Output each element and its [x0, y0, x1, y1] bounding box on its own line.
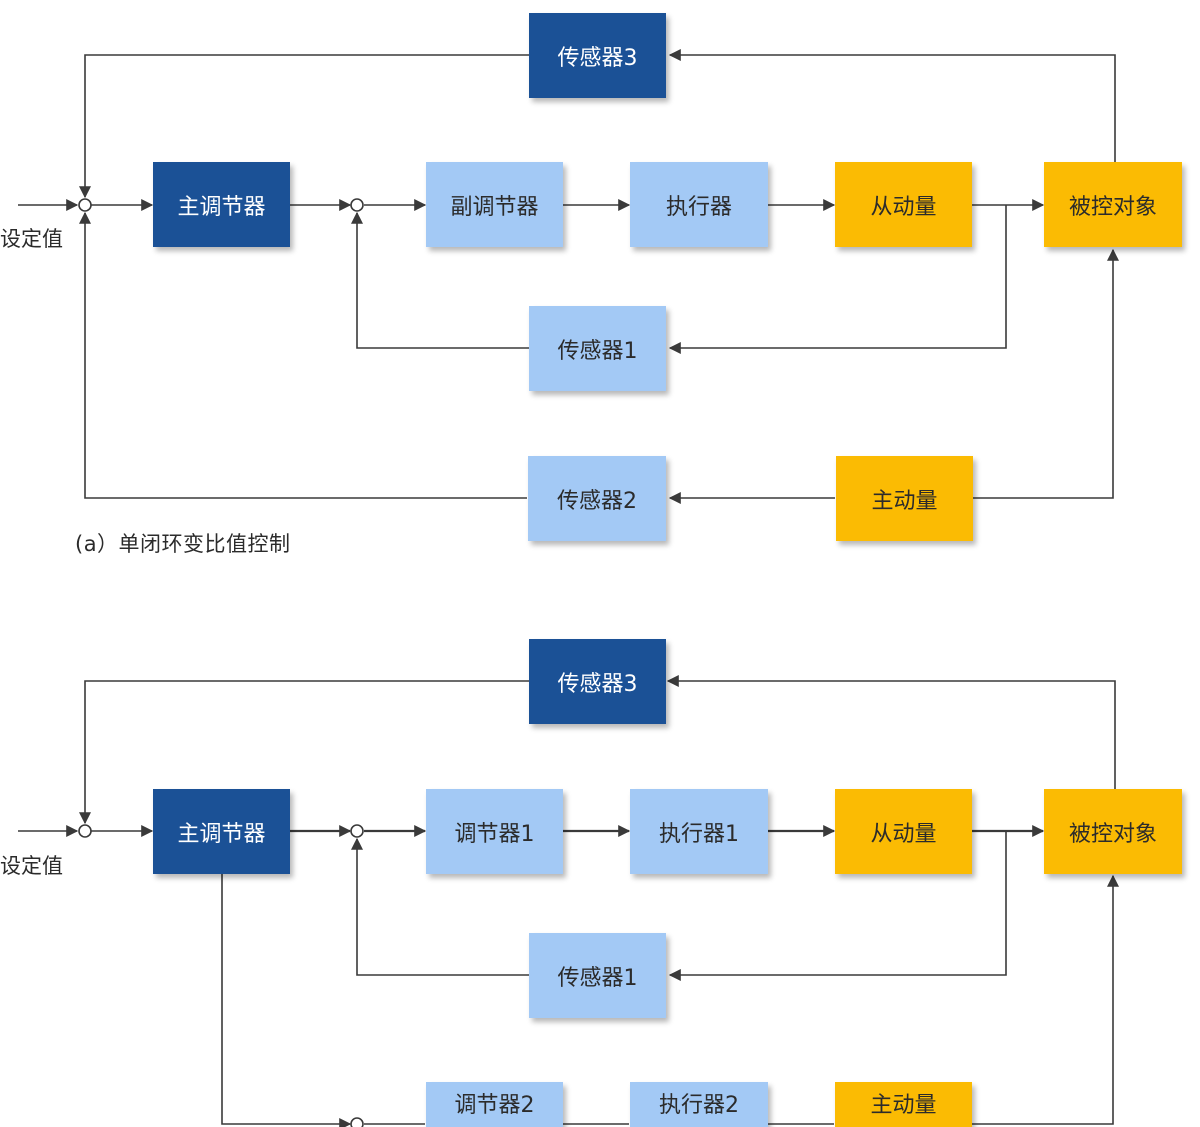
actuator-block: 执行器 — [630, 162, 768, 247]
b-summing-junction-1 — [78, 824, 92, 838]
sensor2-block: 传感器2 — [528, 456, 666, 541]
b-master-to-object — [972, 874, 1119, 1125]
feedback-sensor3 — [668, 49, 1116, 162]
b-master-variable-block: 主动量 — [835, 1082, 972, 1127]
b-summing-junction-2 — [350, 824, 364, 838]
b-actuator2-block: 执行器2 — [630, 1082, 768, 1127]
b-summing-junction-3 — [350, 1117, 364, 1127]
main-controller-block: 主调节器 — [153, 162, 290, 247]
b-main-controller-block: 主调节器 — [153, 789, 290, 874]
summing-junction-2 — [350, 198, 364, 212]
b-actuator1-block: 执行器1 — [630, 789, 768, 874]
b-feedback-slave-to-sensor1 — [668, 831, 1007, 981]
b-sensor1-block: 传感器1 — [529, 933, 666, 1018]
sensor3-block: 传感器3 — [529, 13, 666, 98]
b-main-to-sum3 — [221, 874, 352, 1127]
diagram-a-caption: (a）单闭环变比值控制 — [75, 532, 291, 556]
sensor2-to-sum1 — [79, 211, 527, 499]
b-feedback-sensor3 — [666, 675, 1116, 789]
b-controller1-block: 调节器1 — [426, 789, 563, 874]
b-sensor3-block: 传感器3 — [529, 639, 666, 724]
slave-variable-block: 从动量 — [835, 162, 972, 247]
b-controller2-block: 调节器2 — [426, 1082, 563, 1127]
feedback-sensor1-to-sum2 — [351, 211, 529, 349]
controlled-object-block: 被控对象 — [1044, 162, 1182, 247]
sub-controller-block: 副调节器 — [426, 162, 563, 247]
sensor1-block: 传感器1 — [529, 306, 666, 391]
master-variable-block: 主动量 — [836, 456, 973, 541]
feedback-sensor3-to-sum1 — [79, 54, 529, 199]
b-feedback-sensor1-to-sum2 — [351, 837, 529, 976]
setpoint-label: 设定值 — [0, 227, 63, 251]
b-feedback-sensor3-to-sum1 — [79, 680, 529, 825]
b-setpoint-label: 设定值 — [0, 854, 63, 878]
b-controlled-object-block: 被控对象 — [1044, 789, 1182, 874]
feedback-slave-to-sensor1 — [668, 205, 1007, 354]
master-to-object — [972, 248, 1119, 499]
b-slave-variable-block: 从动量 — [835, 789, 972, 874]
summing-junction-1 — [78, 198, 92, 212]
